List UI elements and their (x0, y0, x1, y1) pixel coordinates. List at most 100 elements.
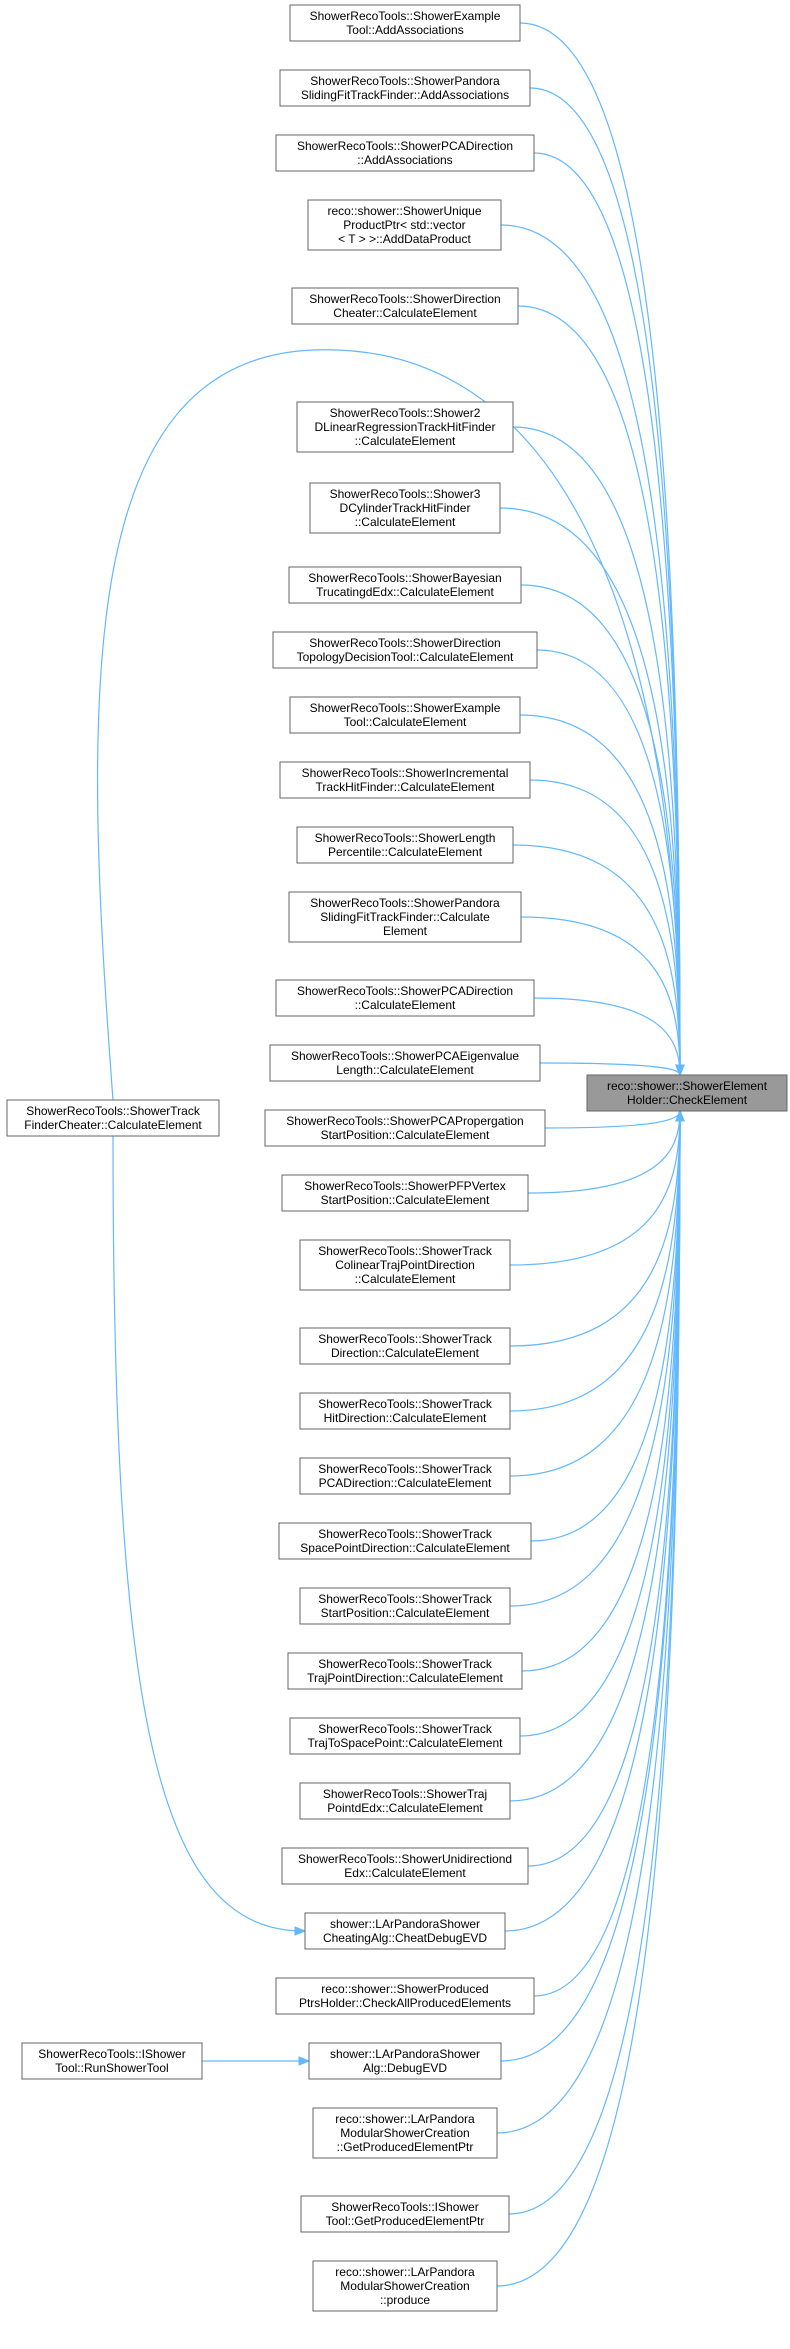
caller-node[interactable]: ShowerRecoTools::ShowerExampleTool::AddA… (289, 4, 521, 42)
caller-node[interactable]: ShowerRecoTools::ShowerIncrementalTrackH… (279, 761, 531, 799)
node-label-line: Holder::CheckElement (627, 1093, 748, 1107)
caller-node[interactable]: ShowerRecoTools::ShowerBayesianTrucating… (288, 566, 522, 604)
caller-node[interactable]: ShowerRecoTools::ShowerPFPVertexStartPos… (281, 1174, 529, 1212)
node-box[interactable] (299, 1457, 511, 1495)
node-box[interactable] (289, 4, 521, 42)
caller-node[interactable]: ShowerRecoTools::ShowerDirectionTopology… (272, 631, 538, 669)
node-box[interactable] (279, 761, 531, 799)
node-box[interactable] (275, 1977, 535, 2015)
edge-n15-to-target (539, 1062, 681, 1076)
node-box[interactable] (299, 1782, 511, 1820)
node-box[interactable] (275, 134, 535, 172)
node-box[interactable] (289, 1717, 521, 1755)
caller-node[interactable]: ShowerRecoTools::ShowerTrackFinderCheate… (6, 1099, 220, 1137)
node-label-line: ShowerRecoTools::ShowerTrack (318, 1527, 493, 1541)
caller-node[interactable]: ShowerRecoTools::ShowerUnidirectiondEdx:… (281, 1847, 529, 1885)
node-label-line: reco::shower::ShowerProduced (321, 1982, 488, 1996)
focus-node[interactable]: reco::shower::ShowerElementHolder::Check… (586, 1074, 788, 1112)
node-box[interactable] (299, 1239, 511, 1291)
caller-node[interactable]: ShowerRecoTools::Shower3DCylinderTrackHi… (309, 482, 501, 534)
caller-node[interactable]: ShowerRecoTools::ShowerTrackTrajToSpaceP… (289, 1717, 521, 1755)
edge-arrowhead (298, 2056, 311, 2066)
node-box[interactable] (279, 69, 531, 107)
caller-node[interactable]: ShowerRecoTools::ShowerTrackDirection::C… (299, 1327, 511, 1365)
node-box[interactable] (296, 401, 514, 453)
node-label-line: reco::shower::LArPandora (335, 2112, 475, 2126)
node-box[interactable] (299, 1587, 511, 1625)
node-label-line: ShowerRecoTools::IShower (38, 2047, 185, 2061)
caller-node[interactable]: ShowerRecoTools::ShowerPCAEigenvalueLeng… (269, 1044, 541, 1082)
caller-node[interactable]: ShowerRecoTools::ShowerTrackStartPositio… (299, 1587, 511, 1625)
caller-node[interactable]: reco::shower::ShowerProducedPtrsHolder::… (275, 1977, 535, 2015)
caller-node[interactable]: ShowerRecoTools::ShowerExampleTool::Calc… (289, 696, 521, 734)
node-box[interactable] (307, 199, 502, 251)
caller-node[interactable]: ShowerRecoTools::ShowerTrackHitDirection… (299, 1392, 511, 1430)
edge-L1-to-target (96, 349, 681, 1101)
node-box[interactable] (296, 826, 514, 864)
node-label-line: ShowerRecoTools::ShowerDirection (309, 636, 500, 650)
node-box[interactable] (304, 1912, 506, 1950)
caller-node[interactable]: reco::shower::LArPandoraModularShowerCre… (312, 2260, 498, 2312)
node-box[interactable] (272, 631, 538, 669)
node-box[interactable] (288, 891, 522, 943)
node-box[interactable] (288, 566, 522, 604)
node-box[interactable] (299, 1327, 511, 1365)
node-label-line: ShowerRecoTools::ShowerTrack (318, 1722, 493, 1736)
node-box[interactable] (308, 2042, 502, 2080)
node-box[interactable] (291, 287, 519, 325)
node-box[interactable] (299, 1392, 511, 1430)
node-label-line: ShowerRecoTools::ShowerPCADirection (297, 139, 513, 153)
node-box[interactable] (281, 1174, 529, 1212)
edges-layer (96, 22, 685, 2287)
node-label-line: ShowerRecoTools::ShowerLength (315, 831, 496, 845)
node-box[interactable] (309, 482, 501, 534)
edge-n5-to-target (517, 305, 681, 1076)
caller-node[interactable]: ShowerRecoTools::ShowerTrajPointdEdx::Ca… (299, 1782, 511, 1820)
node-box[interactable] (6, 1099, 220, 1137)
node-box[interactable] (289, 696, 521, 734)
caller-node[interactable]: ShowerRecoTools::ShowerPCAPropergationSt… (264, 1109, 546, 1147)
node-box[interactable] (275, 979, 535, 1017)
node-box[interactable] (269, 1044, 541, 1082)
node-box[interactable] (312, 2260, 498, 2312)
node-label-line: TrackHitFinder::CalculateElement (316, 780, 496, 794)
caller-node[interactable]: ShowerRecoTools::ShowerTrackPCADirection… (299, 1457, 511, 1495)
node-label-line: SlidingFitTrackFinder::Calculate (320, 910, 490, 924)
caller-node[interactable]: ShowerRecoTools::ShowerTrackColinearTraj… (299, 1239, 511, 1291)
caller-node[interactable]: ShowerRecoTools::ShowerDirectionCheater:… (291, 287, 519, 325)
node-box[interactable] (278, 1522, 532, 1560)
caller-node[interactable]: ShowerRecoTools::ShowerTrackSpacePointDi… (278, 1522, 532, 1560)
node-box[interactable] (264, 1109, 546, 1147)
edge-n25-to-target (519, 1110, 681, 1737)
node-label-line: ShowerRecoTools::ShowerExample (310, 9, 501, 23)
caller-node[interactable]: ShowerRecoTools::IShowerTool::RunShowerT… (21, 2042, 203, 2080)
edge-n24-to-target (521, 1110, 681, 1672)
node-label-line: ShowerRecoTools::ShowerTrack (318, 1397, 493, 1411)
edge-n28-to-target (504, 1110, 681, 1932)
node-label-line: ShowerRecoTools::IShower (331, 2200, 478, 2214)
node-label-line: ::produce (380, 2293, 430, 2307)
node-label-line: Alg::DebugEVD (363, 2061, 447, 2075)
caller-node[interactable]: ShowerRecoTools::ShowerPandoraSlidingFit… (288, 891, 522, 943)
node-box[interactable] (281, 1847, 529, 1885)
node-box[interactable] (300, 2195, 510, 2233)
node-box[interactable] (586, 1074, 788, 1112)
caller-node[interactable]: ShowerRecoTools::ShowerTrackTrajPointDir… (287, 1652, 523, 1690)
node-label-line: shower::LArPandoraShower (330, 2047, 480, 2061)
node-label-line: ShowerRecoTools::ShowerExample (310, 701, 501, 715)
caller-node[interactable]: ShowerRecoTools::Shower2DLinearRegressio… (296, 401, 514, 453)
node-box[interactable] (21, 2042, 203, 2080)
caller-node[interactable]: ShowerRecoTools::ShowerLengthPercentile:… (296, 826, 514, 864)
caller-node[interactable]: reco::shower::LArPandoraModularShowerCre… (312, 2107, 498, 2159)
caller-node[interactable]: ShowerRecoTools::ShowerPCADirection::Add… (275, 134, 535, 172)
node-box[interactable] (287, 1652, 523, 1690)
caller-node[interactable]: ShowerRecoTools::ShowerPCADirection::Cal… (275, 979, 535, 1017)
caller-node[interactable]: ShowerRecoTools::ShowerPandoraSlidingFit… (279, 69, 531, 107)
caller-node[interactable]: ShowerRecoTools::IShowerTool::GetProduce… (300, 2195, 510, 2233)
node-box[interactable] (312, 2107, 498, 2159)
edge-n33-to-target (496, 1110, 681, 2287)
caller-node[interactable]: shower::LArPandoraShowerCheatingAlg::Che… (304, 1912, 506, 1950)
node-label-line: ShowerRecoTools::ShowerIncremental (302, 766, 509, 780)
